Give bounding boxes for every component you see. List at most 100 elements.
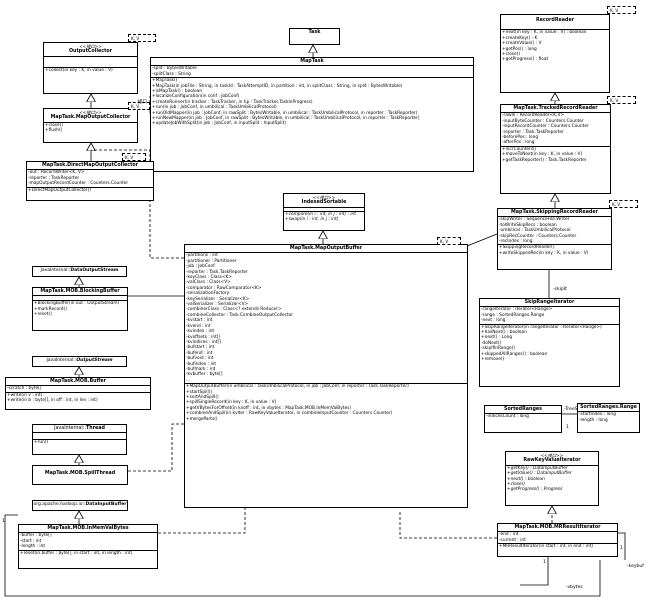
- template-param: K, V: [437, 237, 461, 245]
- member-line: +MRResultIterator(in start : int, in end…: [499, 544, 593, 550]
- member-line: -afterPos : long: [502, 140, 535, 146]
- member-line: +close(): [45, 122, 64, 128]
- member-line: +SkipRangeIterator(in rangeIterator : It…: [481, 324, 602, 330]
- multiplicity-label: 1: [620, 546, 623, 551]
- package-prefix: JavaInternal::: [54, 426, 86, 431]
- member-line: +BlockingBuffer(in out : OutputStream): [34, 301, 120, 307]
- class-blockingbuffer: MapTask.MOB.BlockingBuffer +BlockingBuff…: [32, 287, 128, 331]
- member-line: -kvbuffer : byte[]: [186, 372, 223, 378]
- member-line: -scratch : byte[]: [7, 386, 42, 392]
- member-line: -next : long: [481, 318, 506, 324]
- package-prefix: JavaInternal::: [46, 358, 77, 363]
- class-name: MapTask.MapOutputCollector: [50, 115, 131, 121]
- member-line: +write(in v : int): [7, 392, 43, 398]
- member-line: +getKey() : DataInputBuffer: [507, 465, 568, 471]
- member-line: -inputByteCounter : Counters.Counter: [502, 118, 584, 124]
- member-line: -reporter : Task.TaskReporter: [186, 269, 248, 275]
- member-line: -job : JobConf: [186, 264, 215, 270]
- class-task: Task: [289, 28, 340, 45]
- member-line: +next(in key : K, in value : V) : boolea…: [502, 30, 587, 36]
- class-name: MapTask.MOB.InMemValBytes: [19, 525, 157, 534]
- attributes: -split : BytesWritable-splitClass : Stri…: [151, 66, 473, 79]
- attributes: -end : int-current : int: [498, 532, 617, 545]
- class-recordreader: RecordReader +next(in key : K, in value …: [500, 14, 610, 93]
- class-name: DataInputBuffer: [85, 502, 127, 507]
- member-line: -kvindex : int: [186, 329, 215, 335]
- class-datainputbuffer: org.apache.hadoop.io::DataInputBuffer: [32, 500, 128, 511]
- attributes: -rawIn : RecordReader<K,V>-inputByteCoun…: [501, 113, 610, 147]
- member-line: +isMapTask() : boolean: [152, 89, 203, 95]
- member-line: +localizeConfiguration(in conf : JobConf…: [152, 94, 240, 100]
- member-line: +SkippingRecordReader(): [499, 245, 555, 251]
- member-line: +skippedAllRanges() : boolean: [481, 351, 548, 357]
- member-line: +sortAndSpill(): [186, 394, 219, 400]
- class-name: RecordReader: [501, 15, 609, 31]
- association-label: -TreeSet<: [564, 407, 586, 412]
- class-name: MapTask.MOB.MRResultIterator: [498, 524, 617, 533]
- member-line: +MapTask(): [152, 78, 178, 84]
- class-mrresultiterator: MapTask.MOB.MRResultIterator -end : int-…: [497, 523, 618, 557]
- member-line: +getProgress() : Progress: [507, 487, 563, 493]
- member-line: +MapOutputBuffer(in umbilical : TaskUmbi…: [186, 384, 409, 390]
- member-line: ...: [186, 377, 191, 383]
- member-line: +collect(in key : K, in value : V): [45, 67, 113, 73]
- member-line: -valClass : Class<V>: [186, 280, 231, 286]
- member-line: +getProgress() : float: [502, 57, 549, 63]
- template-param: K, V: [609, 200, 638, 208]
- association-label: -keybuf: [627, 564, 644, 569]
- class-name: MapTask.MapOutputBuffer: [185, 245, 467, 254]
- operations: +collect(in key : K, in value : V): [44, 68, 137, 73]
- attributes: -skipWriter : SequenceFile.Writer-toWrit…: [498, 217, 611, 246]
- member-line: +reset(in buffer : byte[], in start : in…: [20, 550, 133, 556]
- member-line: -splitClass : String: [152, 71, 191, 77]
- stereotype: <<接口>>: [79, 110, 102, 115]
- attributes: -partitions : int-partitioner : Partitio…: [185, 253, 467, 385]
- member-line: +next() : boolean: [507, 476, 545, 482]
- class-name: MapTask: [151, 58, 473, 67]
- interface-ref-label: 接口: [138, 100, 147, 105]
- class-maptask: MapTask -split : BytesWritable-splitClas…: [150, 57, 474, 172]
- member-line: -partitions : int: [186, 253, 218, 259]
- multiplicity-label: 1: [2, 519, 5, 524]
- member-line: -start : int: [20, 538, 42, 544]
- class-name: MapTask.DirectMapOutputCollector: [27, 162, 153, 171]
- member-line: +run(in job : JobConf, in umbilical : Ta…: [152, 105, 277, 111]
- class-skippingrecordreader: MapTask.SkippingRecordReader -skipWriter…: [497, 208, 612, 270]
- member-line: +getPos() : long: [502, 46, 537, 52]
- member-line: +next() : Long: [481, 335, 513, 341]
- class-name: MapTask.SkippingRecordReader: [498, 209, 611, 218]
- association-label: -vbytes: [566, 585, 583, 590]
- member-line: -skipIfInRange(): [481, 346, 515, 352]
- member-line: -valSerializer : Serializer<V>: [186, 302, 249, 308]
- stereotype: <<接口>>: [79, 44, 102, 49]
- package-prefix: JavaInternal::: [40, 268, 71, 273]
- template-param: K, V: [607, 6, 636, 14]
- member-line: -kvoffsets : int[]: [186, 334, 221, 340]
- operations: +next(in key : K, in value : V) : boolea…: [501, 30, 609, 62]
- member-line: -buffer : byte[]: [20, 533, 52, 539]
- class-outputcollector: <<接口>>OutputCollector +collect(in key : …: [43, 42, 138, 94]
- class-buffer: MapTask.MOB.Buffer -scratch : byte[] +wr…: [5, 377, 151, 410]
- member-line: -rangeIterator : Iterator<Range>: [481, 307, 553, 313]
- template-param: K, V: [128, 34, 156, 42]
- class-mapoutputcollector: <<接口>>MapTask.MapOutputCollector +close(…: [43, 108, 138, 143]
- member-line: +compare(in i : int, in j : int) : int: [285, 211, 356, 217]
- operations: +reset(in buffer : byte[], in start : in…: [19, 551, 157, 556]
- member-line: -bufvoid : int: [186, 356, 214, 362]
- class-name: OutputCollector: [68, 49, 113, 55]
- member-line: -startIndex : long: [579, 412, 616, 418]
- member-line: +run(): [34, 440, 49, 446]
- class-name: MapTask.TrackedRecordReader: [501, 105, 610, 114]
- member-line: +updateJobWithSplit(in job : JobConf, in…: [152, 121, 286, 127]
- association-label: -skipIt: [553, 287, 567, 292]
- multiplicity-label: 1: [566, 425, 569, 430]
- member-line: -bufmark : int: [186, 366, 216, 372]
- operations: +run(): [33, 440, 126, 445]
- member-line: -combineCollector : Task.CombineOutputCo…: [186, 312, 294, 318]
- class-sortedrangesrange: SortedRanges.Range -startIndex : long-le…: [577, 403, 640, 433]
- attributes: -startIndex : long-length : long: [578, 412, 639, 423]
- member-line: +createKey() : K: [502, 35, 538, 41]
- attributes: -buffer : byte[]-start : int-length : in…: [19, 533, 157, 551]
- class-trackedrecordreader: MapTask.TrackedRecordReader -rawIn : Rec…: [500, 104, 611, 194]
- member-line: +startSpill(): [186, 389, 212, 395]
